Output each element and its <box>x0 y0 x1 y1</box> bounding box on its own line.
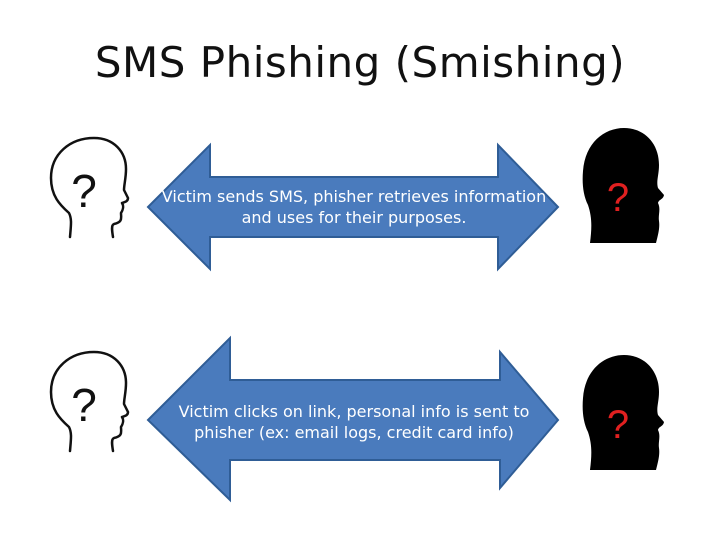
svg-text:?: ? <box>607 176 629 220</box>
victim-head-icon: ? <box>49 350 130 453</box>
victim-figure-bottom: ? <box>40 347 130 455</box>
phisher-figure-top: ? <box>580 125 670 247</box>
svg-text:?: ? <box>607 403 629 447</box>
double-arrow-shape <box>146 142 560 272</box>
arrow-bottom-text: Victim clicks on link, personal info is … <box>178 402 530 442</box>
svg-text:?: ? <box>71 165 97 217</box>
slide-title: SMS Phishing (Smishing) <box>94 38 626 87</box>
phisher-figure-bottom: ? <box>580 352 670 474</box>
arrow-bottom: Victim clicks on link, personal info is … <box>146 335 560 503</box>
arrow-top-text: Victim sends SMS, phisher retrieves info… <box>161 187 547 227</box>
double-arrow-shape <box>146 335 560 503</box>
phisher-head-icon: ? <box>582 128 664 243</box>
phisher-head-icon: ? <box>582 355 664 470</box>
victim-head-icon: ? <box>49 136 130 239</box>
arrow-top: Victim sends SMS, phisher retrieves info… <box>146 142 560 272</box>
victim-figure-top: ? <box>40 133 130 241</box>
svg-text:?: ? <box>71 379 97 431</box>
